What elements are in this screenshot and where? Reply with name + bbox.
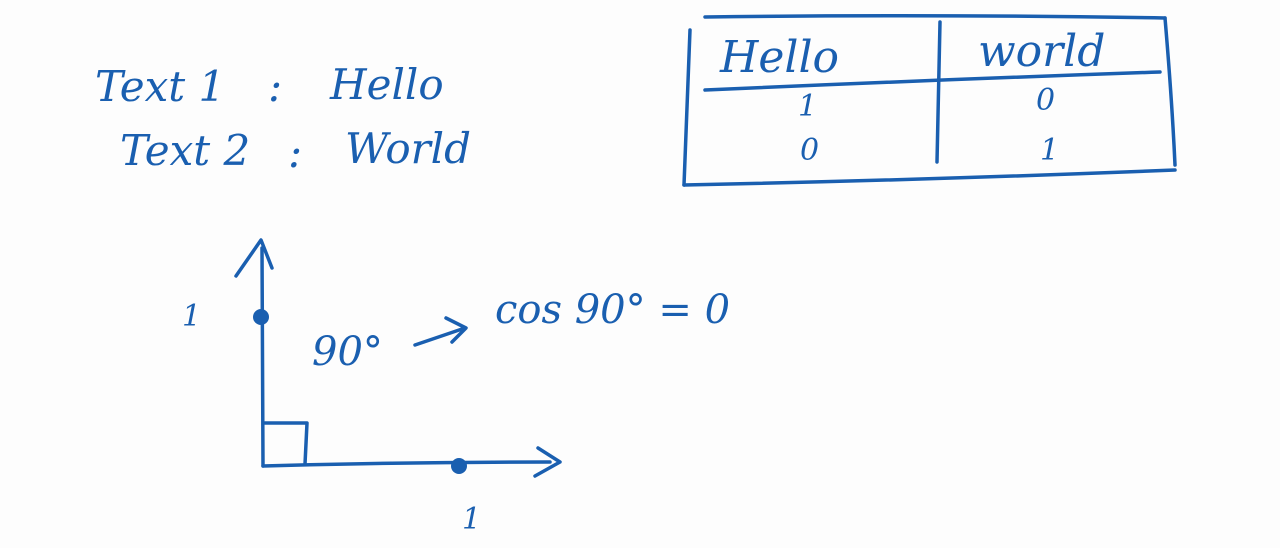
text2-value: World [345, 124, 471, 173]
angle-label: 90° [312, 329, 383, 375]
text2-label: Text 2 [120, 126, 251, 175]
y-axis-line [260, 246, 265, 468]
table-cell-r1c1: 1 [798, 89, 818, 124]
table-header-divider [703, 70, 1162, 92]
y-axis-tick-label: 1 [182, 299, 202, 334]
table-left-border [682, 28, 692, 187]
table-bottom-border [682, 168, 1177, 187]
right-angle-marker [263, 421, 309, 466]
table-header-hello: Hello [720, 32, 840, 83]
table-cell-r1c2: 0 [1036, 83, 1056, 118]
text1-separator: : [268, 62, 283, 111]
cosine-formula: cos 90° = 0 [495, 287, 731, 333]
x-axis-tick-label: 1 [462, 502, 482, 537]
text1-value: Hello [330, 60, 444, 109]
table-column-divider [935, 20, 942, 164]
table-top-border [703, 13, 1167, 20]
implies-arrowhead [444, 316, 468, 344]
table-cell-r2c1: 0 [800, 133, 820, 168]
table-right-border [1163, 16, 1177, 167]
text1-label: Text 1 [95, 62, 226, 111]
x-axis-line [261, 460, 552, 468]
y-axis-point [253, 309, 269, 325]
x-axis-arrowhead [533, 446, 562, 478]
y-axis-arrowhead [234, 238, 274, 278]
implies-arrow [413, 326, 467, 347]
x-axis-point [451, 458, 467, 474]
text2-separator: : [288, 128, 303, 177]
table-header-world: world [978, 26, 1106, 77]
table-cell-r2c2: 1 [1040, 133, 1060, 168]
